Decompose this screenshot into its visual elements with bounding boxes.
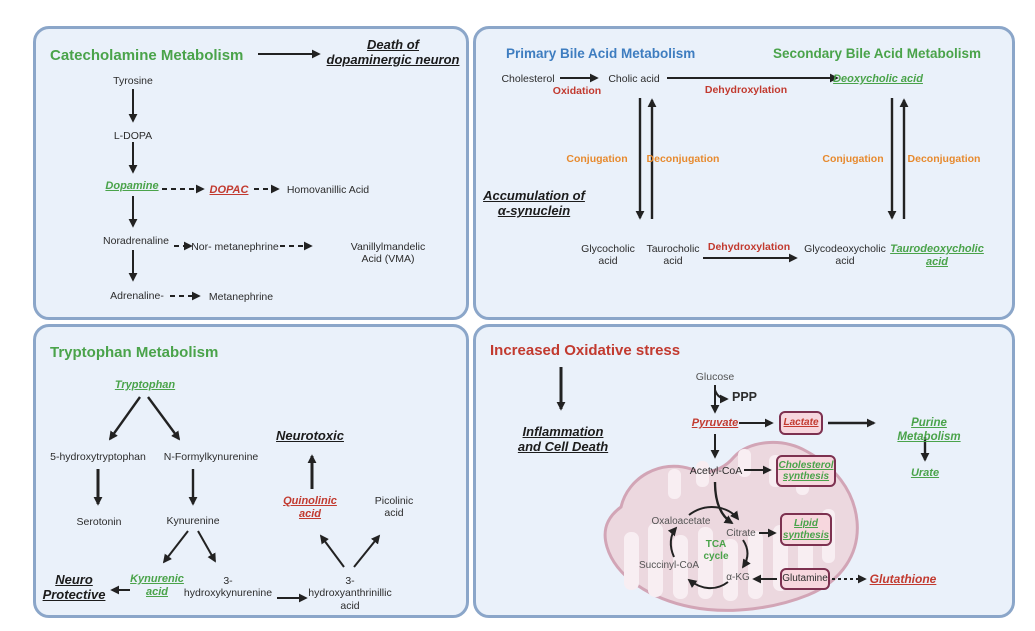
node-purine-metabolism: Purine Metabolism	[897, 417, 961, 443]
bile-acid-arrows	[560, 73, 909, 263]
node-dopac: DOPAC	[209, 184, 249, 196]
glutamine-box: Glutamine	[780, 568, 830, 590]
lactate-box: Lactate	[779, 411, 823, 435]
neuro-protective: Neuro Protective	[42, 572, 106, 603]
node-cholesterol: Cholesterol	[501, 73, 555, 85]
node-vanillylmandelic-acid: Vanillylmandelic Acid (VMA)	[350, 241, 426, 266]
node-taurodeoxycholic-acid: Taurodeoxycholic acid	[890, 243, 984, 268]
death-of-dopaminergic-neuron: Death of dopaminergic neuron	[326, 37, 460, 68]
panel-bile-acid: Primary Bile Acid Metabolism Secondary B…	[473, 26, 1015, 320]
node-5-hydroxytryptophan: 5-hydroxytryptophan	[50, 451, 146, 463]
node-deoxycholic-acid: Deoxycholic acid	[833, 73, 923, 85]
lipid-synthesis-box: Lipid synthesis	[780, 513, 832, 546]
label-dehydroxylation-top: Dehydroxylation	[704, 84, 788, 96]
node-serotonin: Serotonin	[76, 516, 122, 528]
node-ppp: PPP	[732, 390, 758, 404]
panel-tryptophan: Tryptophan Metabolism Tryptophan 5-hydro…	[33, 324, 469, 618]
node-glucose: Glucose	[695, 371, 735, 383]
node-l-dopa: L-DOPA	[113, 130, 153, 142]
node-lipid-synthesis: Lipid synthesis	[782, 518, 830, 541]
node-pyruvate: Pyruvate	[691, 417, 739, 429]
node-homovanillic-acid: Homovanillic Acid	[286, 184, 370, 196]
catecholamine-arrows	[128, 49, 321, 301]
node-3-hydroxykynurenine: 3- hydroxykynurenine	[183, 575, 273, 600]
node-tyrosine: Tyrosine	[113, 75, 153, 87]
node-nor-metanephrine: Nor- metanephrine	[191, 241, 279, 253]
panel-catecholamine: Catecholamine Metabolism Death of dopami…	[33, 26, 469, 320]
node-tryptophan: Tryptophan	[114, 379, 176, 391]
node-adrenaline: Adrenaline-	[110, 290, 164, 302]
accumulation-of-alpha-synuclein: Accumulation of α-synuclein	[483, 188, 585, 219]
catecholamine-title: Catecholamine Metabolism	[50, 47, 244, 64]
node-noradrenaline: Noradrenaline	[103, 235, 169, 247]
node-citrate: Citrate	[726, 528, 756, 539]
node-quinolinic-acid: Quinolinic acid	[283, 495, 337, 520]
node-taurocholic-acid: Taurocholic acid	[646, 243, 700, 268]
tryptophan-arrows	[93, 396, 381, 603]
secondary-bile-acid-title: Secondary Bile Acid Metabolism	[773, 46, 982, 61]
node-acetyl-coa: Acetyl-CoA	[689, 465, 743, 477]
inflammation-and-cell-death: Inflammation and Cell Death	[517, 424, 609, 455]
node-picolinic-acid: Picolinic acid	[374, 495, 414, 520]
label-deconjugation-left: Deconjugation	[646, 153, 720, 165]
node-glutathione: Glutathione	[869, 572, 937, 586]
node-alpha-kg: α-KG	[726, 572, 750, 583]
panel-oxidative-stress: Increased Oxidative stress Inflammation …	[473, 324, 1015, 618]
node-cholic-acid: Cholic acid	[608, 73, 660, 85]
label-tca-cycle: TCA cycle	[703, 539, 729, 562]
node-metanephrine: Metanephrine	[208, 291, 274, 303]
node-lactate: Lactate	[783, 417, 819, 429]
node-glycocholic-acid: Glycocholic acid	[581, 243, 635, 268]
mitochondrion-cristae	[624, 449, 835, 601]
node-succinyl-coa: Succinyl-CoA	[638, 560, 700, 571]
node-3-hydroxyanthrinillic-acid: 3- hydroxyanthrinillic acid	[308, 575, 392, 612]
node-n-formylkynurenine: N-Formylkynurenine	[163, 451, 259, 463]
node-cholesterol-synthesis: Cholesterol synthesis	[778, 459, 834, 483]
node-kynurenine: Kynurenine	[166, 515, 220, 527]
node-urate: Urate	[910, 467, 940, 479]
label-conjugation-right: Conjugation	[822, 153, 884, 165]
label-oxidation: Oxidation	[552, 85, 602, 97]
cholesterol-synthesis-box: Cholesterol synthesis	[776, 455, 836, 487]
label-dehydroxylation-bottom: Dehydroxylation	[707, 241, 791, 253]
tryptophan-title: Tryptophan Metabolism	[50, 344, 219, 361]
neurotoxic: Neurotoxic	[276, 428, 344, 443]
node-dopamine: Dopamine	[105, 180, 159, 192]
label-deconjugation-right: Deconjugation	[907, 153, 981, 165]
node-kynurenic-acid: Kynurenic acid	[130, 573, 184, 598]
label-conjugation-left: Conjugation	[566, 153, 628, 165]
primary-bile-acid-title: Primary Bile Acid Metabolism	[506, 46, 696, 61]
node-glycodeoxycholic-acid: Glycodeoxycholic acid	[804, 243, 886, 268]
node-glutamine: Glutamine	[782, 573, 828, 585]
node-oxaloacetate: Oxaloacetate	[651, 516, 711, 527]
oxidative-stress-title: Increased Oxidative stress	[490, 342, 681, 359]
